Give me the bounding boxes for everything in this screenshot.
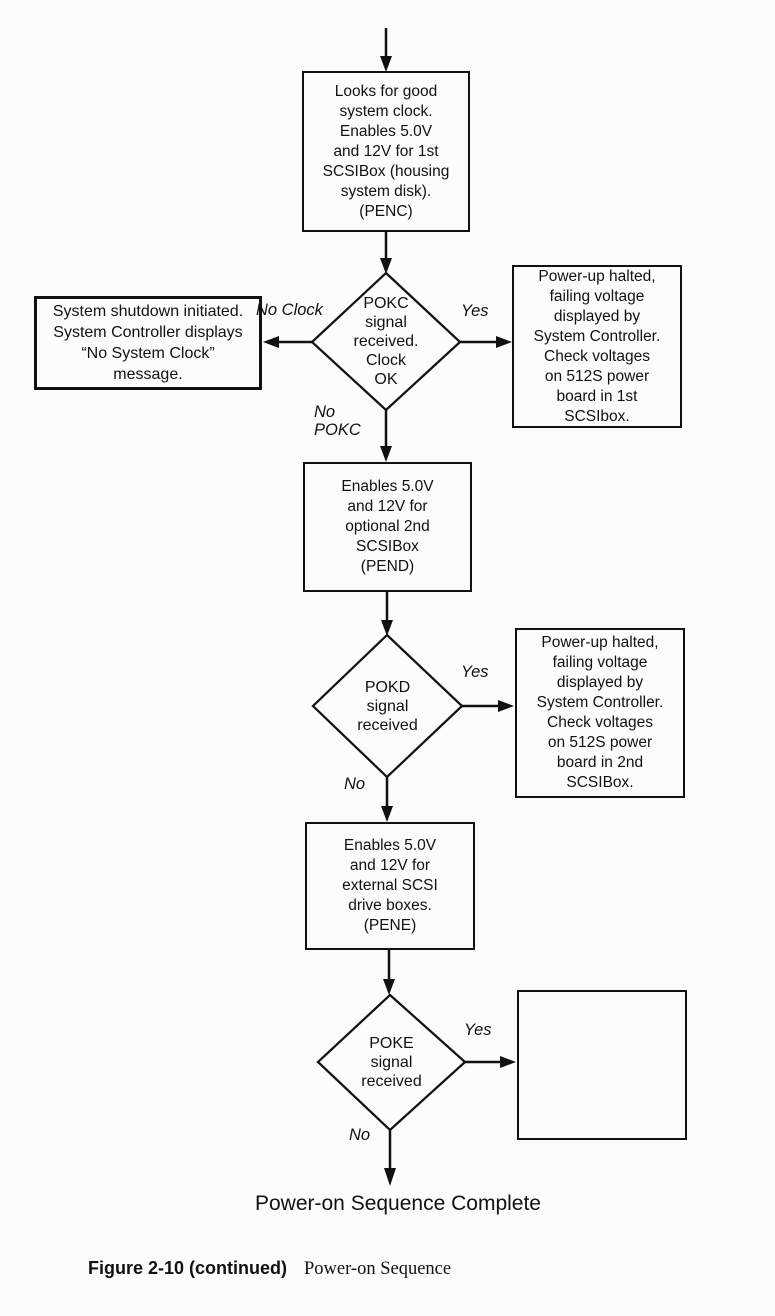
edge-label-no-clock: No Clock [256,301,323,319]
arrowhead-pokd-to-halt2 [498,700,514,712]
arrowhead-pokd-to-pene [381,806,393,822]
process-box-penc-text: Looks for good system clock. Enables 5.0… [322,82,450,220]
decision-pokc-text: POKC signal received. Clock OK [353,295,419,388]
edge-label-no-pokd: No [344,775,366,793]
process-box-pene-text: Enables 5.0V and 12V for external SCSI d… [342,837,438,934]
terminal-box-halt-1st-scsibox-text: Power-up halted, failing voltage display… [533,267,661,425]
arrowhead-pene-to-poke [383,979,395,995]
figure-caption: Figure 2-10 (continued) Power-on Sequenc… [88,1258,451,1280]
decision-pokc-label: POKC signal received. Clock OK [312,273,460,410]
process-box-pend: Enables 5.0V and 12V for optional 2nd SC… [303,462,472,592]
sequence-complete-text: Power-on Sequence Complete [254,1192,541,1215]
edge-label-yes-pokc: Yes [461,302,489,320]
edge-label-yes-pokd: Yes [461,663,489,681]
arrowhead-pokc-to-pend [380,446,392,462]
arrowhead-poke-to-halt3 [500,1056,516,1068]
arrowhead-pokc-to-shutdown [263,336,279,348]
figure-caption-label: Figure 2-10 (continued) [88,1258,288,1278]
process-box-penc: Looks for good system clock. Enables 5.0… [302,71,470,232]
decision-diamond-pokc [310,271,462,412]
arrowhead-pend-to-pokd [381,620,393,636]
decision-diamond-pokd [311,633,464,779]
edge-label-no-poke: No [349,1126,371,1144]
arrowhead-entry [380,56,392,72]
terminal-box-halt-2nd-scsibox: Power-up halted, failing voltage display… [515,628,685,798]
decision-poke-label: POKE signal received [318,995,465,1130]
terminal-box-shutdown: System shutdown initiated. System Contro… [34,296,262,390]
terminal-box-halt-external [517,990,687,1140]
decision-pokd-text: POKD signal received [357,678,418,734]
terminal-box-halt-2nd-scsibox-text: Power-up halted, failing voltage display… [536,634,664,791]
process-box-pend-text: Enables 5.0V and 12V for optional 2nd SC… [341,478,434,575]
process-box-pene: Enables 5.0V and 12V for external SCSI d… [305,822,475,950]
decision-poke-text: POKE signal received [361,1035,422,1090]
decision-diamond-poke [316,993,467,1132]
arrowhead-pokc-to-halt1 [496,336,512,348]
edge-label-no-pokc: No POKC [314,403,361,439]
terminal-box-shutdown-text: System shutdown initiated. System Contro… [52,303,244,383]
arrowhead-poke-to-complete [384,1168,396,1186]
arrowhead-penc-to-pokc [380,258,392,274]
edge-label-yes-poke: Yes [464,1021,492,1039]
figure-caption-title: Power-on Sequence [304,1259,452,1279]
decision-pokd-label: POKD signal received [313,635,462,777]
terminal-box-halt-1st-scsibox: Power-up halted, failing voltage display… [512,265,682,428]
